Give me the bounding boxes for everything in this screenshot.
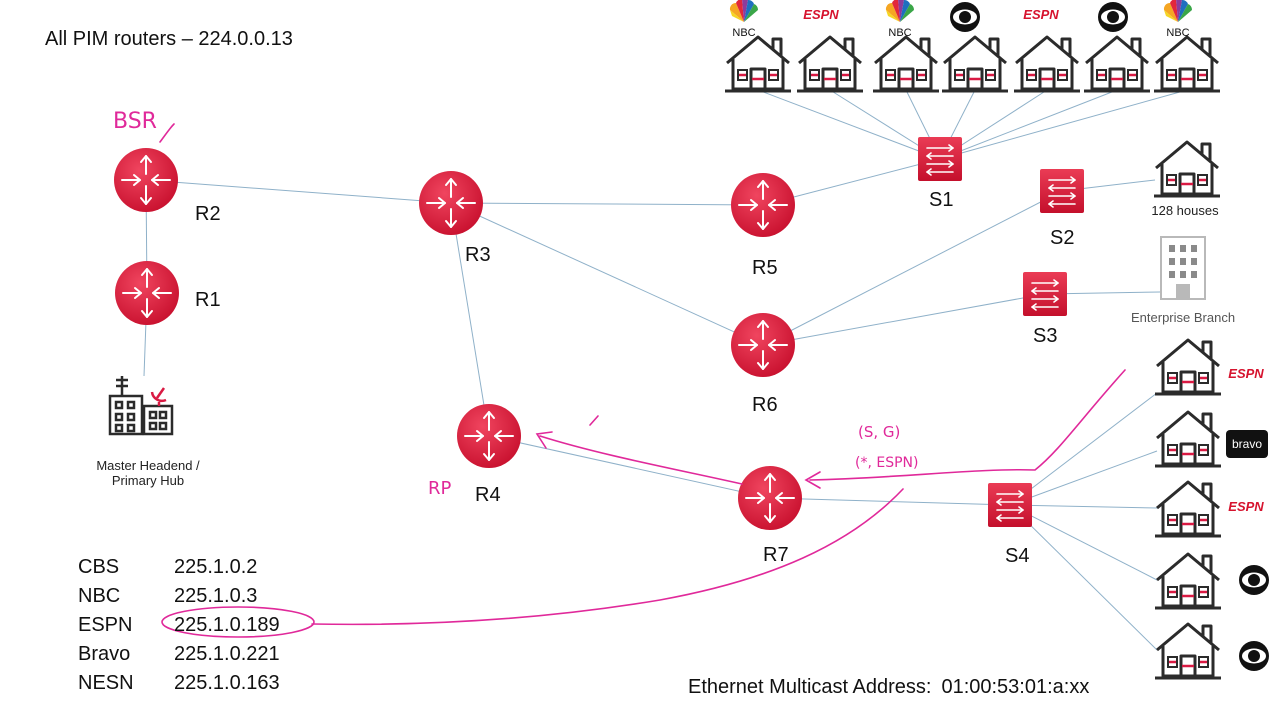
links <box>143 89 1188 651</box>
cbs-logo-icon <box>950 2 980 32</box>
switch-s4[interactable] <box>987 482 1033 528</box>
channel-row: CBS 225.1.0.2 <box>78 556 258 578</box>
ink-espn-link <box>311 488 904 626</box>
enterprise-label: Enterprise Branch <box>1131 310 1236 325</box>
rp-annotation: RP <box>428 478 452 499</box>
espn-logo-icon: ESPN <box>803 7 839 22</box>
links-s4-houses <box>1009 392 1158 651</box>
star-espn-annotation: (*, ESPN) <box>855 455 918 471</box>
cbs-logo-icon <box>1098 2 1128 32</box>
link-r3-r6 <box>450 202 764 346</box>
channel-table: CBS 225.1.0.2 NBC 225.1.0.3 ESPN 225.1.0… <box>78 553 280 698</box>
ethernet-multicast-address: Ethernet Multicast Address:01:00:53:01:a… <box>688 676 1090 698</box>
link-r6-s3 <box>762 293 1046 346</box>
router-r5[interactable] <box>730 172 796 238</box>
svg-text:ESPN: ESPN <box>1228 499 1264 514</box>
switch-s3[interactable] <box>1022 271 1068 317</box>
router-label-r4: R4 <box>475 484 501 506</box>
link-r3-r4 <box>450 202 490 437</box>
switch-label-s1: S1 <box>929 189 954 211</box>
nbc-logo-icon: NBC <box>1163 0 1193 39</box>
router-label-r5: R5 <box>752 257 778 279</box>
router-r1[interactable] <box>114 260 180 326</box>
switch-label-s3: S3 <box>1033 325 1058 347</box>
switch-label-s2: S2 <box>1050 227 1075 249</box>
router-r6[interactable] <box>730 312 796 378</box>
router-label-r2: R2 <box>195 203 221 225</box>
espn-logo-icon: ESPN <box>1228 366 1264 381</box>
nbc-logo-icon: NBC <box>729 0 759 39</box>
svg-text:bravo: bravo <box>1232 437 1262 451</box>
router-r7[interactable] <box>737 465 803 531</box>
bsr-annotation: BSR <box>113 109 157 134</box>
link-r4-r7 <box>488 435 771 499</box>
svg-text:ESPN: ESPN <box>1023 7 1059 22</box>
espn-logo-icon: ESPN <box>1023 7 1059 22</box>
ink-join-path <box>809 369 1126 481</box>
router-r3[interactable] <box>418 170 484 236</box>
svg-text:NBC: NBC <box>732 27 755 39</box>
link-r6-s2 <box>762 190 1063 346</box>
channel-row: NBC 225.1.0.3 <box>78 585 258 607</box>
link-r2-r3 <box>145 179 452 204</box>
house-128-icon <box>1152 140 1222 198</box>
sg-annotation: (S, G) <box>858 423 900 441</box>
svg-text:ESPN: ESPN <box>803 7 839 22</box>
channel-row: ESPN 225.1.0.189 <box>78 614 280 636</box>
router-r4[interactable] <box>456 403 522 469</box>
channel-row: NESN 225.1.0.163 <box>78 672 280 694</box>
ink-arrow-r4 <box>535 431 553 449</box>
houses-128-label: 128 houses <box>1151 203 1219 218</box>
right-houses <box>1153 338 1223 680</box>
svg-text:NBC: NBC <box>888 27 911 39</box>
top-houses <box>723 35 1222 93</box>
channel-row: Bravo 225.1.0.221 <box>78 643 280 665</box>
espn-logo-icon: ESPN <box>1228 499 1264 514</box>
svg-text:NBC: NBC <box>1166 27 1189 39</box>
router-label-r6: R6 <box>752 394 778 416</box>
svg-text:ESPN: ESPN <box>1228 366 1264 381</box>
enterprise-building-icon <box>1160 236 1206 300</box>
ink-path-to-rp <box>539 435 743 485</box>
router-label-r7: R7 <box>763 544 789 566</box>
router-label-r1: R1 <box>195 289 221 311</box>
router-r2[interactable] <box>113 147 179 213</box>
ink-arrow-r7 <box>804 471 821 489</box>
headend-building-icon <box>108 376 174 436</box>
page-title: All PIM routers – 224.0.0.13 <box>45 28 293 50</box>
link-r3-r5 <box>450 202 764 206</box>
switch-label-s4: S4 <box>1005 545 1030 567</box>
ink-pen-mark <box>589 415 599 426</box>
cbs-logo-icon <box>1239 641 1269 671</box>
ink-annotations <box>159 123 1126 638</box>
nbc-logo-icon: NBC <box>885 0 915 39</box>
router-label-r3: R3 <box>465 244 491 266</box>
ink-bsr-tick <box>159 123 175 143</box>
links-s1-houses <box>757 89 1188 160</box>
headend-label: Master Headend / Primary Hub <box>96 458 200 488</box>
bravo-logo-icon: bravo <box>1226 430 1268 458</box>
switch-s2[interactable] <box>1039 168 1085 214</box>
ink-espn-circle <box>161 606 315 638</box>
cbs-logo-icon <box>1239 565 1269 595</box>
switch-s1[interactable] <box>917 136 963 182</box>
